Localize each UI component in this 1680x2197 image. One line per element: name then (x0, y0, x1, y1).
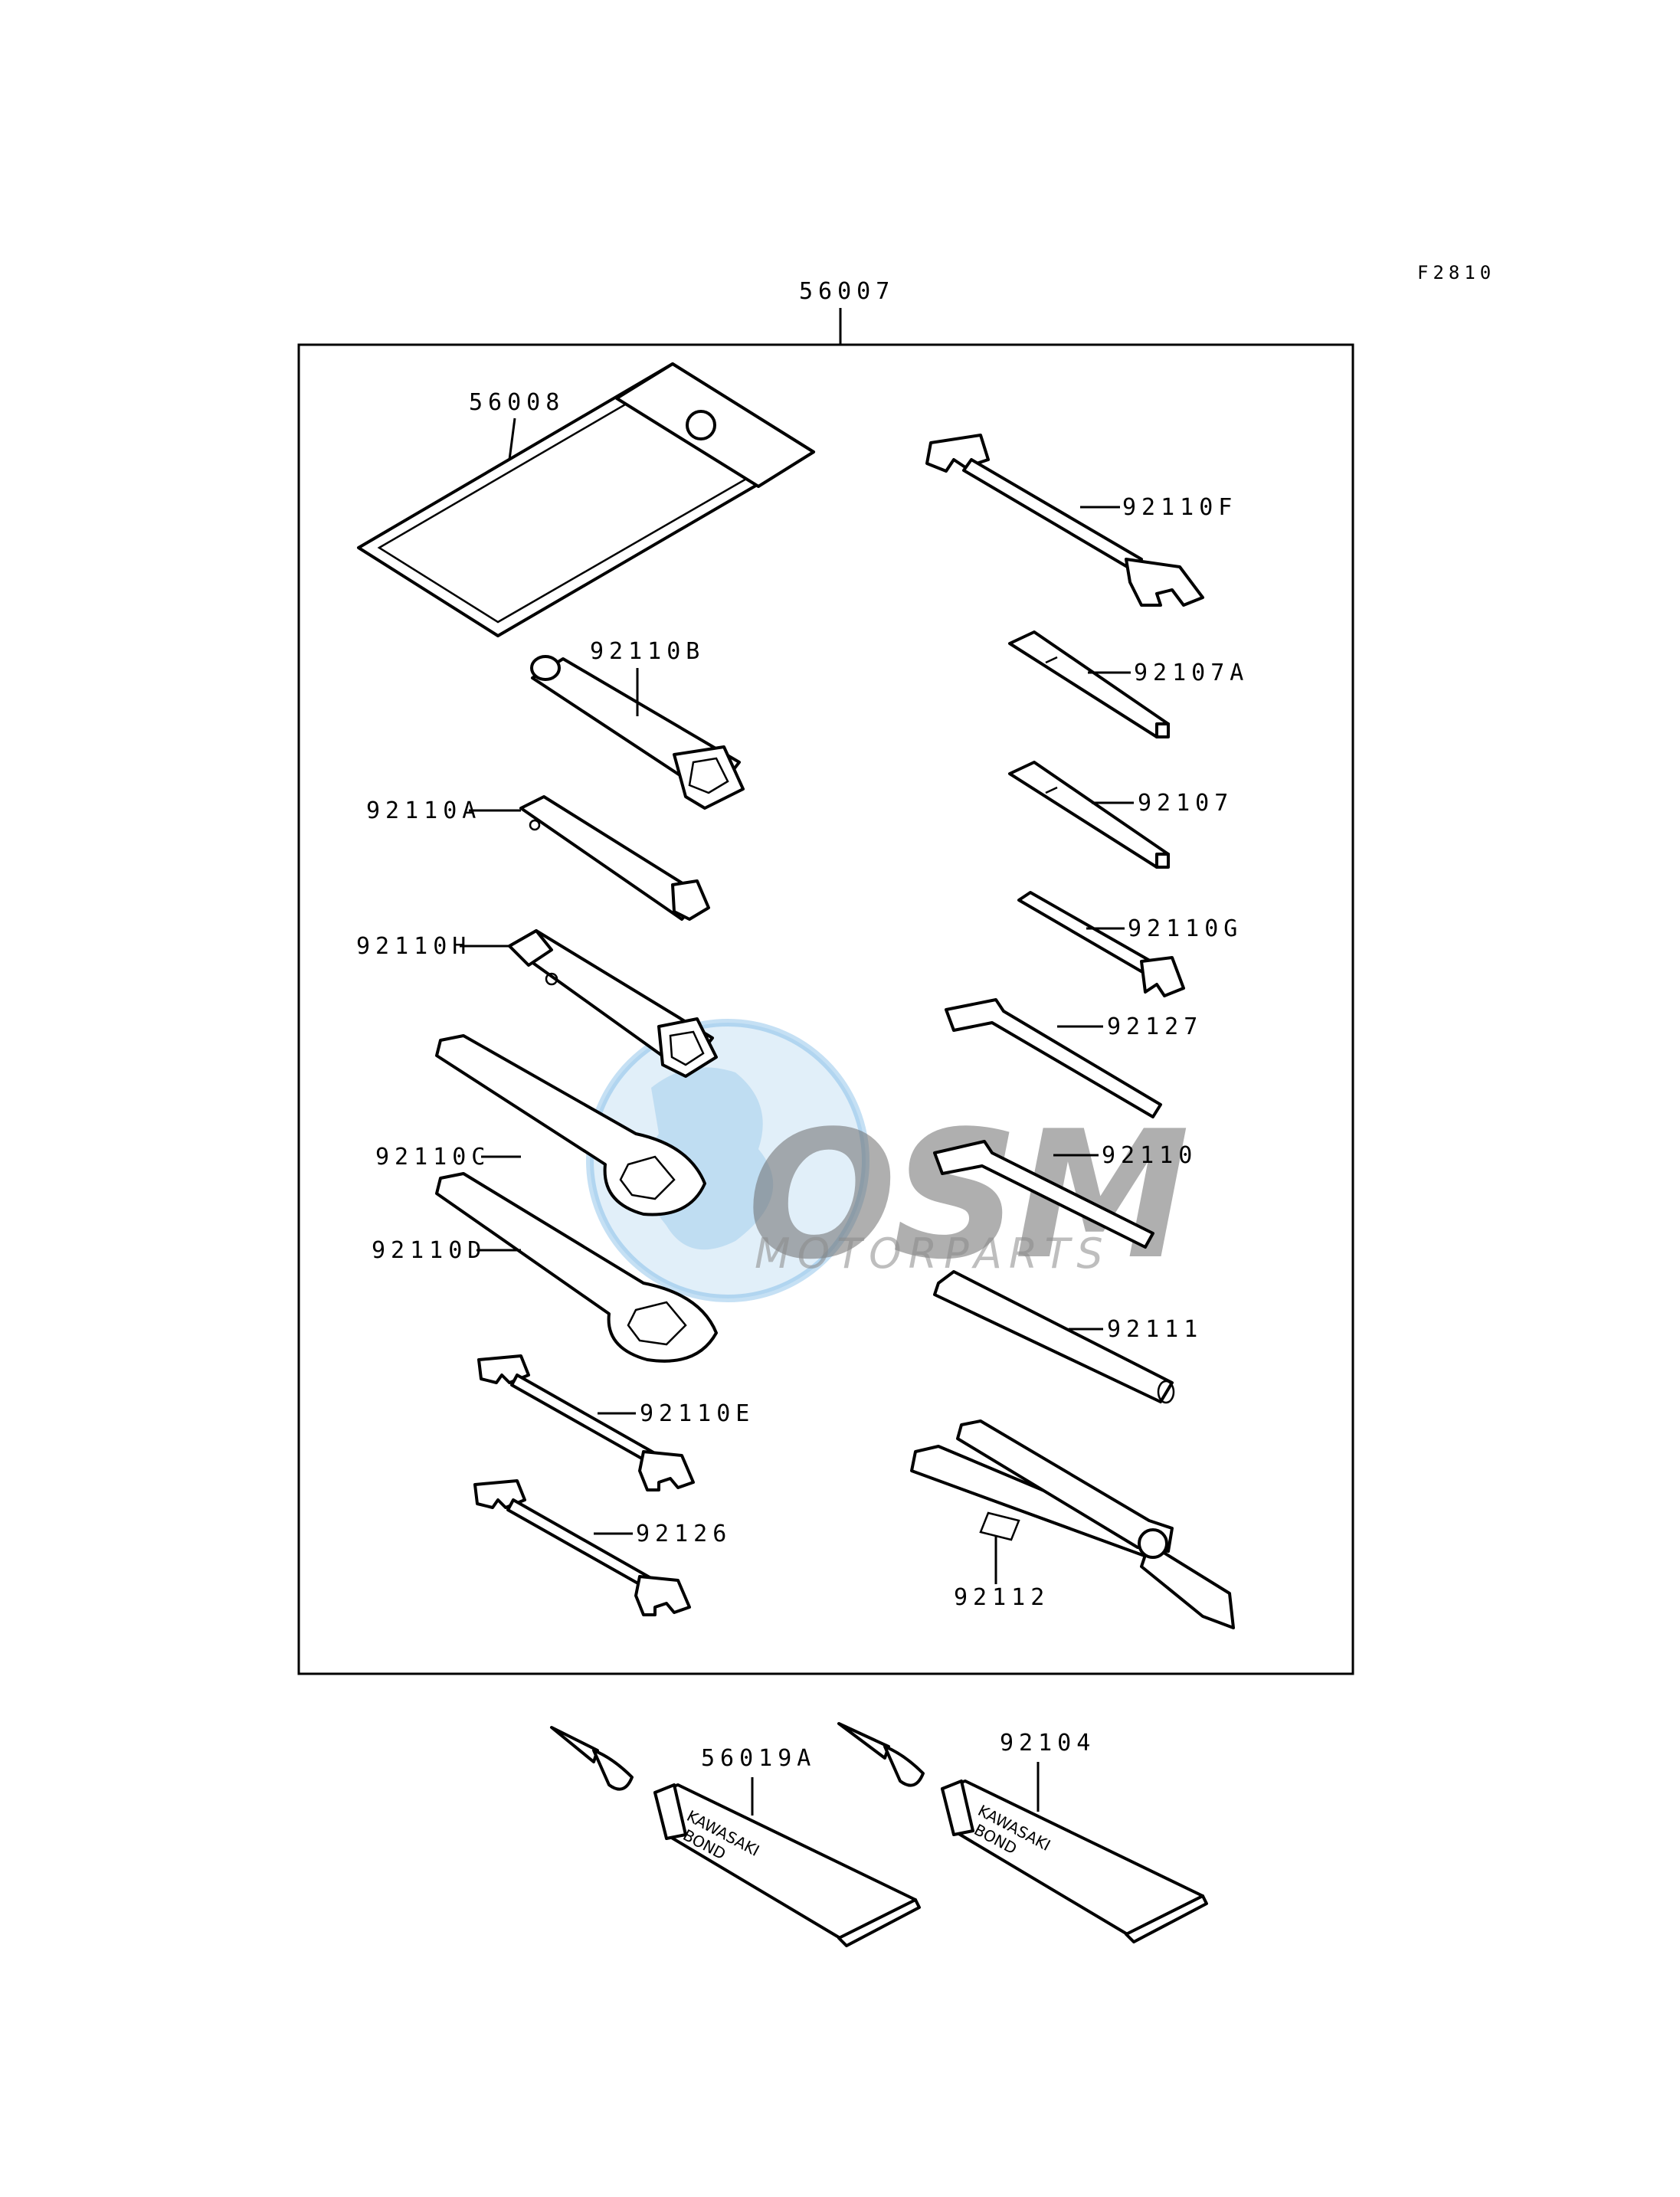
kit-part-number: 56007 (799, 278, 895, 305)
label-92112: 92112 (954, 1584, 1050, 1611)
label-92110G: 92110G (1128, 915, 1243, 942)
hex-key-92127 (945, 998, 1162, 1118)
hex-key-92110 (933, 1140, 1154, 1249)
label-92110H: 92110H (356, 933, 471, 960)
label-92110B: 92110B (590, 638, 705, 665)
label-92127: 92127 (1107, 1013, 1203, 1040)
spanner-g (1017, 891, 1185, 997)
bond-tube-92104 (837, 1722, 1208, 1943)
box-wrench-h (508, 929, 718, 1078)
label-92110: 92110 (1102, 1142, 1197, 1169)
label-92110A: 92110A (366, 797, 481, 824)
open-end-wrench-f (925, 434, 1204, 607)
ring-spanner-c (435, 1034, 706, 1216)
extension-bar (933, 1270, 1175, 1404)
open-end-wrench-e (477, 1354, 695, 1491)
label-92110D: 92110D (372, 1237, 486, 1264)
ring-spanner-d (435, 1172, 718, 1363)
label-56019A: 56019A (701, 1745, 816, 1772)
screwdriver-a (1008, 630, 1170, 738)
screwdriver (1008, 761, 1170, 869)
watermark-logo: OSM MOTORPARTS (586, 1019, 1191, 1302)
figure-ref-code: F2810 (1417, 262, 1495, 283)
label-92110C: 92110C (375, 1144, 490, 1171)
label-92110F: 92110F (1122, 494, 1237, 521)
label-56008: 56008 (469, 389, 565, 416)
label-92111: 92111 (1107, 1316, 1203, 1343)
tool-pouch (357, 362, 815, 637)
open-end-wrench-92126 (473, 1479, 691, 1616)
label-92104: 92104 (1000, 1730, 1095, 1757)
watermark-logo-text: OSM (747, 1094, 1187, 1298)
label-92110E: 92110E (640, 1400, 755, 1427)
pliers (910, 1419, 1235, 1629)
box-wrench-b (530, 655, 745, 810)
globe-icon (590, 1023, 866, 1298)
kit-frame (297, 343, 1354, 1675)
box-wrench-a (519, 795, 710, 921)
globe-ring-icon (586, 1019, 869, 1302)
label-92107: 92107 (1138, 790, 1233, 817)
watermark-tagline: MOTORPARTS (755, 1229, 1110, 1278)
bond-tube-56019A (550, 1726, 921, 1947)
leader-56008 (508, 417, 516, 460)
label-92107A: 92107A (1134, 660, 1249, 686)
label-92126: 92126 (636, 1521, 732, 1547)
